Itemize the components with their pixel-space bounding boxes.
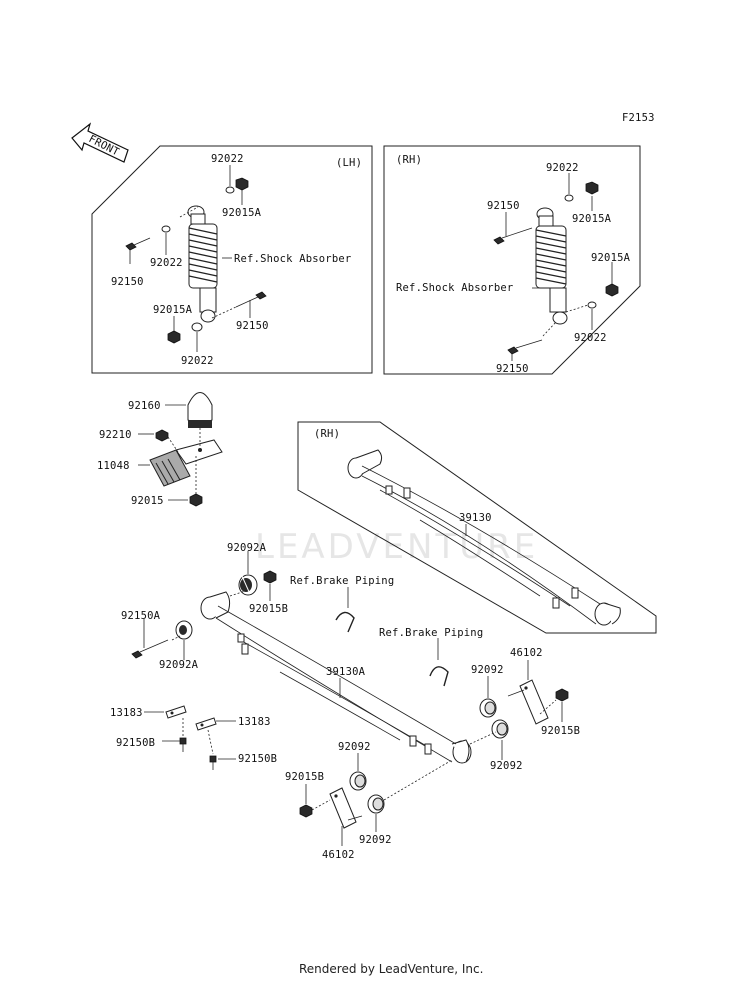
- lh-bolt-left-icon: [125, 237, 151, 251]
- label-13183-right: 13183: [238, 716, 271, 728]
- nut-92015B-bottom-icon: [299, 804, 313, 818]
- nut-92015B-right-icon: [555, 688, 569, 702]
- label-92150B-right: 92150B: [238, 753, 277, 765]
- label-92092-bottom: 92092: [359, 834, 392, 846]
- label-92015B-bottom: 92015B: [285, 771, 324, 783]
- bushing-92092-mid-icon: [349, 771, 367, 791]
- bump-stop-base-icon: [188, 420, 212, 428]
- label-92210: 92210: [99, 429, 132, 441]
- label-ref-brake-piping-2: Ref.Brake Piping: [379, 627, 483, 639]
- lh-label-92150-left: 92150: [111, 276, 144, 288]
- label-92150A: 92150A: [121, 610, 161, 622]
- nut-92210-icon: [155, 429, 169, 442]
- nut-92015-icon: [189, 493, 203, 507]
- label-39130A: 39130A: [326, 666, 366, 678]
- rh-panel-label: (RH): [396, 154, 422, 166]
- lh-label-92022-bot: 92022: [181, 355, 214, 367]
- label-11048: 11048: [97, 460, 130, 472]
- label-92015B-right: 92015B: [541, 725, 580, 737]
- leaf-spring-39130-icon: [347, 449, 621, 626]
- rh-bolt-bottom-icon: [507, 339, 543, 355]
- lh-label-92022-mid: 92022: [150, 257, 183, 269]
- rh-label-92015A-top: 92015A: [572, 213, 612, 225]
- lh-panel-label: (LH): [336, 157, 362, 169]
- lh-shock-absorber-icon: [187, 205, 218, 323]
- bump-stop-assembly: 92160 92210 11048 92015: [97, 392, 223, 507]
- rh-label-92022-top: 92022: [546, 162, 579, 174]
- brake-piping-clip-1-icon: [335, 611, 355, 633]
- lh-nut-top-icon: [235, 177, 249, 191]
- bushing-92092-bottom-icon: [367, 794, 385, 814]
- bushing-92092-r1-icon: [479, 698, 497, 718]
- bushing-92092A-bottom-icon: [175, 620, 193, 640]
- lh-label-92015A-bot: 92015A: [153, 304, 193, 316]
- label-46102-bottom: 46102: [322, 849, 355, 861]
- watermark: LEADVENTURE: [255, 527, 538, 567]
- rh-label-92015A-mid: 92015A: [591, 252, 631, 264]
- front-arrow-label: FRONT: [87, 133, 122, 159]
- plate-13183-right-icon: [195, 717, 217, 731]
- rh-bolt-top-icon: [493, 227, 533, 245]
- rh-shock-absorber-icon: [535, 207, 568, 325]
- rh-label-92150-top: 92150: [487, 200, 520, 212]
- nut-92015B-top-icon: [263, 570, 277, 584]
- label-92092-r1: 92092: [471, 664, 504, 676]
- rh-leaf-spring-panel: (RH) 39130: [297, 421, 657, 634]
- label-92092A-bottom: 92092A: [159, 659, 199, 671]
- shackle-46102-bottom-icon: [329, 787, 363, 829]
- rh-label-92150-bot: 92150: [496, 363, 529, 375]
- rh-washer-bottom-icon: [587, 301, 597, 309]
- bump-stop-icon: [187, 392, 213, 424]
- footer-credit: Rendered by LeadVenture, Inc.: [299, 962, 483, 976]
- label-92092A-top: 92092A: [227, 542, 267, 554]
- plate-13183-left-icon: [165, 705, 187, 719]
- rh-spring-panel-label: (RH): [314, 428, 340, 440]
- shackle-46102-right-icon: [507, 679, 549, 725]
- rh-nut-top-icon: [585, 181, 599, 195]
- lh-nut-bottom-icon: [167, 330, 181, 344]
- lh-washer-mid-icon: [161, 225, 171, 233]
- label-92015: 92015: [131, 495, 164, 507]
- lh-label-92150-right: 92150: [236, 320, 269, 332]
- lh-washer-top-icon: [225, 186, 235, 194]
- label-92015B-top: 92015B: [249, 603, 288, 615]
- bushing-92092A-top-icon: [238, 574, 258, 596]
- brake-piping-clip-2-icon: [429, 666, 449, 687]
- rh-nut-mid-icon: [605, 283, 619, 297]
- lh-shock-panel: (LH): [91, 145, 373, 374]
- label-92150B-left: 92150B: [116, 737, 155, 749]
- lh-label-ref-shock: Ref.Shock Absorber: [234, 253, 351, 265]
- label-13183-left: 13183: [110, 707, 143, 719]
- leaf-spring-39130A-icon: [200, 591, 472, 764]
- lh-washer-bottom-icon: [191, 322, 203, 332]
- figure-code: F2153: [622, 112, 655, 124]
- bolt-92150A-icon: [131, 639, 169, 659]
- lh-label-92022-top: 92022: [211, 153, 244, 165]
- bracket-11048-icon: [149, 439, 223, 487]
- rh-washer-top-icon: [564, 194, 574, 202]
- label-92092-r2: 92092: [490, 760, 523, 772]
- front-arrow-icon: FRONT: [71, 122, 129, 163]
- label-92160: 92160: [128, 400, 161, 412]
- rh-label-92022-bot: 92022: [574, 332, 607, 344]
- bolt-92150B-left-icon: [179, 737, 187, 752]
- bushing-92092-r2-icon: [491, 719, 509, 739]
- rh-shock-panel: (RH): [383, 145, 641, 375]
- bolt-92150B-right-icon: [209, 755, 217, 770]
- rh-label-ref-shock: Ref.Shock Absorber: [396, 282, 513, 294]
- label-ref-brake-piping-1: Ref.Brake Piping: [290, 575, 394, 587]
- label-46102-right: 46102: [510, 647, 543, 659]
- label-39130: 39130: [459, 512, 492, 524]
- lh-label-92015A-top: 92015A: [222, 207, 262, 219]
- label-92092-mid: 92092: [338, 741, 371, 753]
- lh-bolt-right-icon: [235, 291, 267, 308]
